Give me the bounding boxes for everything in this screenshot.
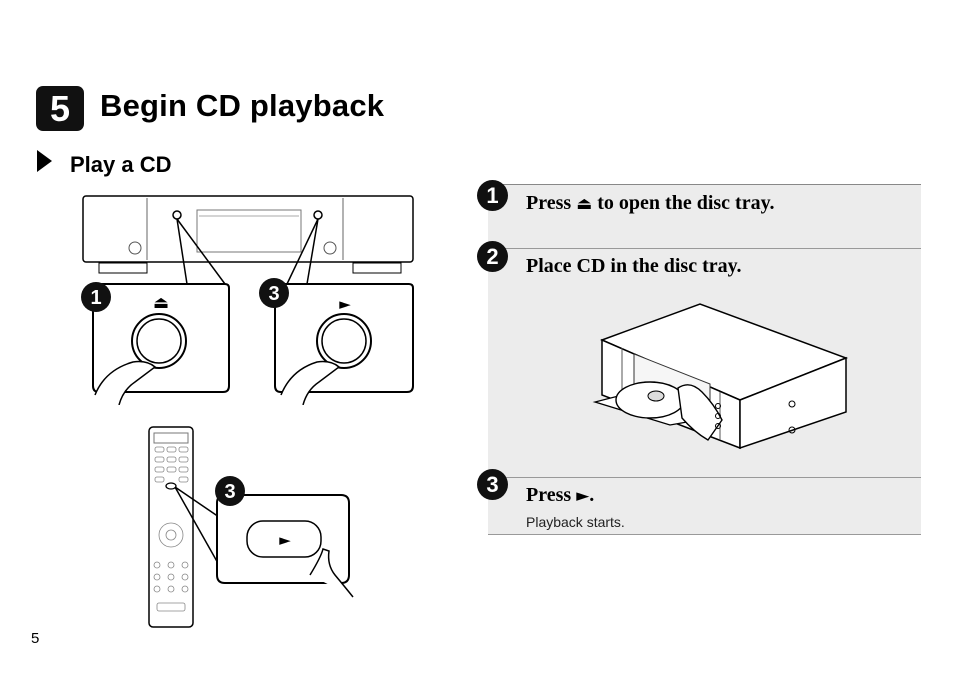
step-1-panel <box>488 184 921 248</box>
step-3-text: Press ►. <box>526 484 595 506</box>
step-1-number: 1 <box>477 180 508 211</box>
step-2-text: Place CD in the disc tray. <box>526 255 742 277</box>
eject-icon: ⏏ <box>576 194 593 214</box>
play-icon: ► <box>279 531 291 549</box>
player-front-illustration: ⏏ ► 1 3 <box>81 195 414 405</box>
callout-number: 1 <box>90 287 101 309</box>
callout-number: 3 <box>224 481 235 503</box>
callout-number: 3 <box>268 283 279 305</box>
step-1-text: Press ⏏ to open the disc tray. <box>526 192 775 214</box>
page-title: Begin CD playback <box>100 88 385 123</box>
remote-control-illustration: ► 3 <box>148 426 354 628</box>
eject-icon: ⏏ <box>153 293 169 313</box>
play-arrow-icon <box>37 150 52 172</box>
section-subtitle: Play a CD <box>70 152 172 177</box>
page-number: 5 <box>31 630 40 647</box>
step-3-panel <box>488 477 921 535</box>
step-number-badge: 5 <box>36 86 84 131</box>
play-icon: ► <box>339 295 351 313</box>
step-2-number: 2 <box>477 241 508 272</box>
play-icon: ► <box>576 486 590 506</box>
step-3-note: Playback starts. <box>526 514 625 530</box>
step-3-number: 3 <box>477 469 508 500</box>
cd-tray-illustration <box>592 303 849 450</box>
